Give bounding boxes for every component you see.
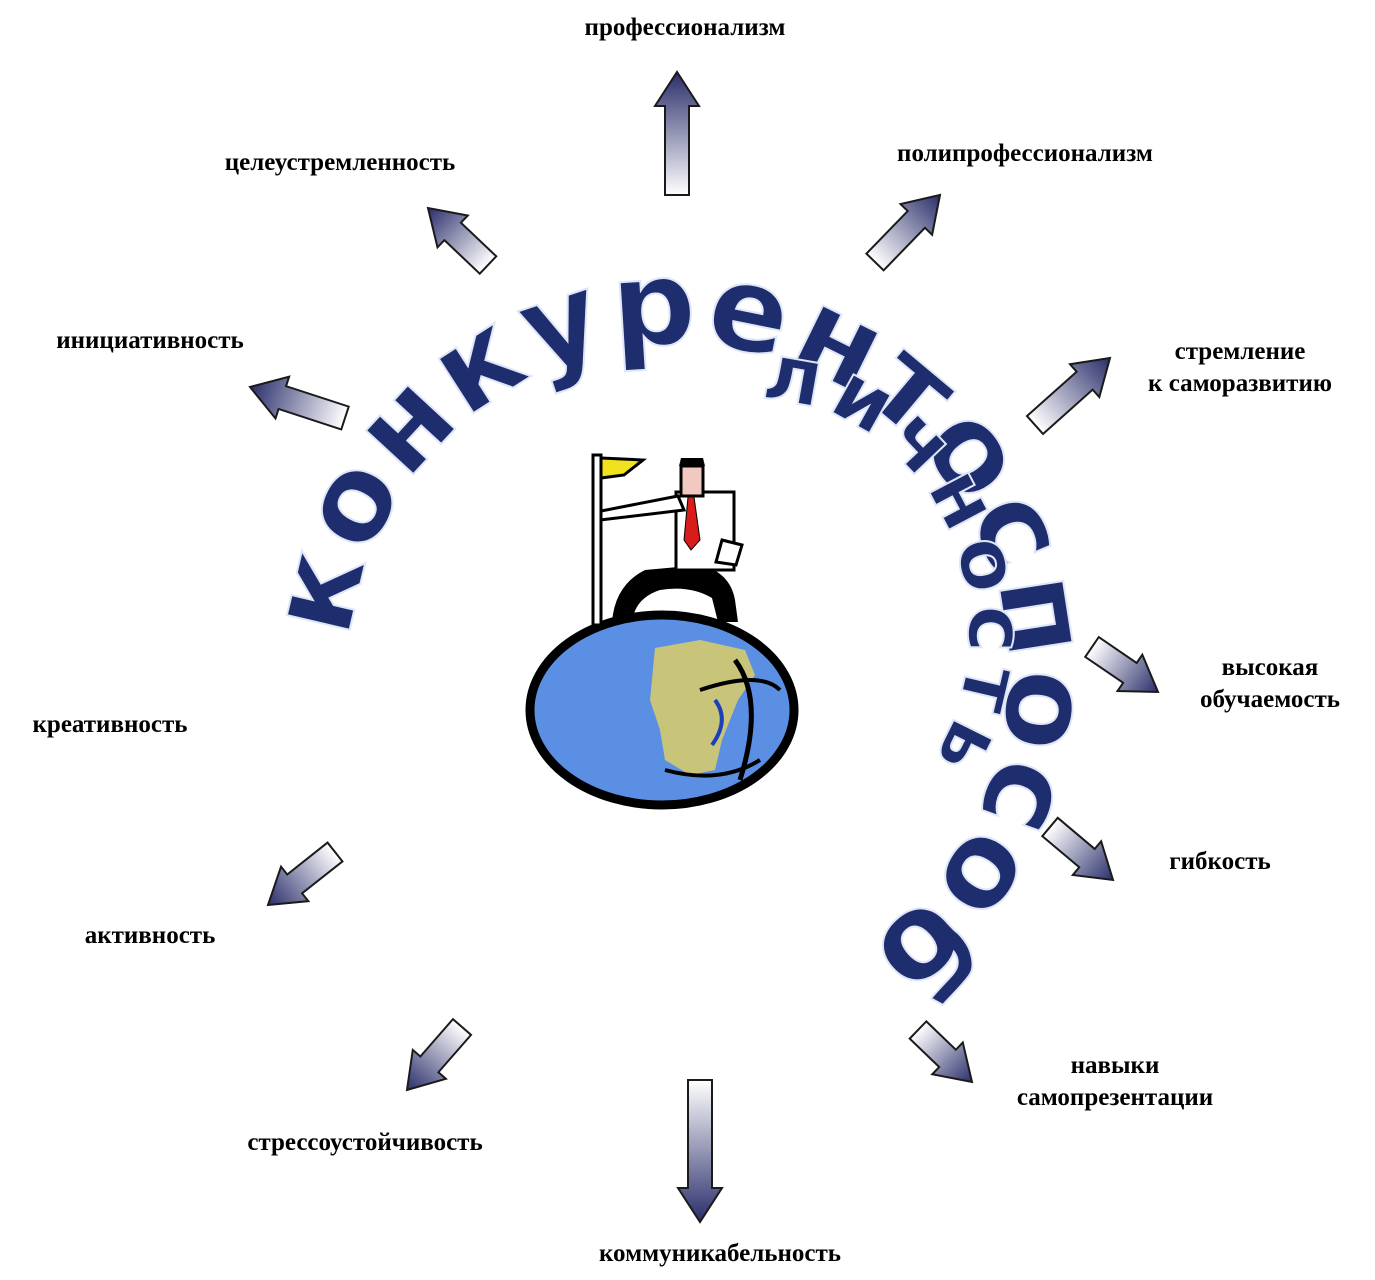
- arrow-icon: [1083, 635, 1160, 694]
- arrow-icon: [908, 1019, 974, 1084]
- arrow-icon: [676, 1079, 724, 1224]
- label-purposefulness: целеустремленность: [224, 149, 456, 176]
- label-creativity: креативность: [32, 711, 188, 738]
- label-activity: активность: [84, 922, 216, 949]
- arrow-icon: [1040, 816, 1115, 882]
- arrow-icon: [266, 841, 344, 907]
- label-stress-resistance: стрессоустойчивость: [247, 1129, 483, 1156]
- label-communicativeness: коммуникабельность: [598, 1240, 841, 1267]
- arrow-icon: [1025, 356, 1112, 436]
- person-on-globe-illustration: [525, 453, 799, 810]
- person-icon: [593, 458, 744, 622]
- globe-icon: [525, 610, 799, 810]
- arrows-group: [248, 70, 1160, 1224]
- label-professionalism: профессионализм: [584, 14, 786, 41]
- arrow-icon: [405, 1017, 473, 1092]
- arrow-icon: [653, 70, 701, 196]
- label-initiative: инициативность: [56, 327, 244, 354]
- label-flexibility: гибкость: [1169, 848, 1271, 875]
- arrow-icon: [248, 375, 350, 431]
- arrow-icon: [864, 193, 942, 272]
- arrow-icon: [426, 206, 498, 276]
- label-poly-professionalism: полипрофессионализм: [897, 140, 1153, 167]
- flag-icon: [591, 453, 648, 627]
